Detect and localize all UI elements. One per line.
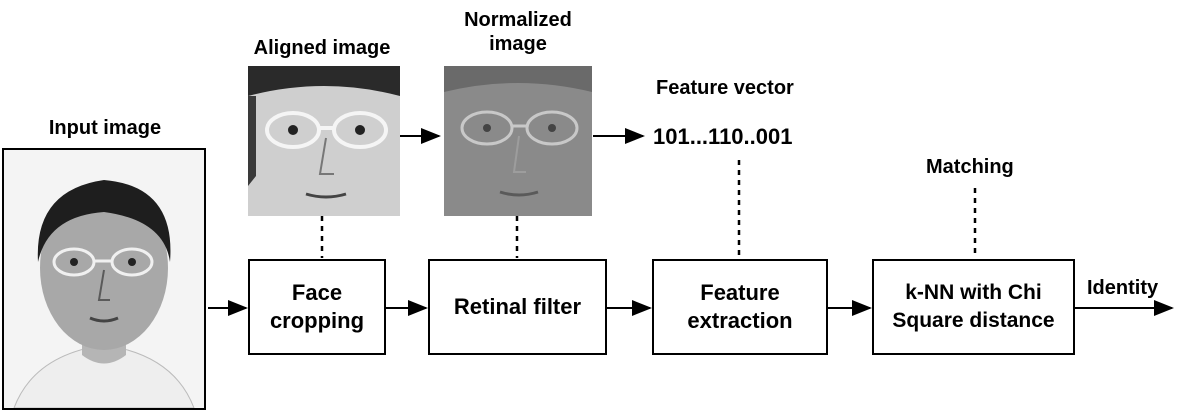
- face-portrait-normalized: [444, 66, 592, 216]
- feature-extraction-block: Feature extraction: [652, 259, 828, 355]
- knn-chi-square-block: k-NN with Chi Square distance: [872, 259, 1075, 355]
- retinal-filter-text: Retinal filter: [453, 294, 582, 319]
- normalized-image: [444, 66, 592, 216]
- face-portrait-aligned: [248, 66, 400, 216]
- matching-label: Matching: [926, 156, 1014, 178]
- identity-label: Identity: [1087, 277, 1159, 299]
- face-cropping-block: Face cropping: [248, 259, 386, 355]
- feature-vector-value: 101...110..001: [653, 124, 793, 149]
- input-image: [2, 148, 206, 410]
- face-cropping-text: Face cropping: [269, 280, 365, 333]
- face-portrait-input: [4, 150, 204, 408]
- feature-vector-label: Feature vector: [656, 77, 794, 99]
- feature-extraction-text: Feature extraction: [687, 280, 793, 333]
- input-image-label: Input image: [48, 117, 162, 139]
- normalized-image-label: Normalized image: [464, 9, 572, 55]
- aligned-image: [248, 66, 400, 216]
- knn-chi-square-text: k-NN with Chi Square distance: [892, 281, 1055, 332]
- retinal-filter-block: Retinal filter: [428, 259, 607, 355]
- aligned-image-label: Aligned image: [253, 37, 391, 59]
